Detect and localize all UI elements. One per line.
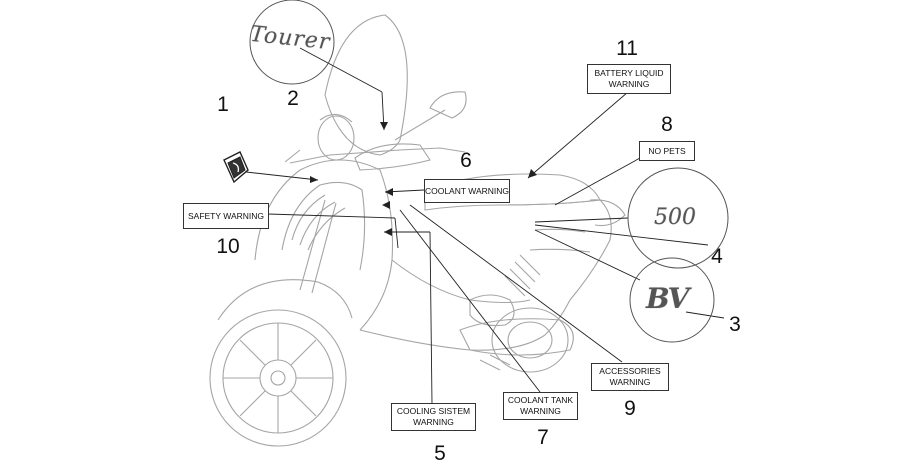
- accessories-warning-label: ACCESSORIES WARNING: [591, 363, 669, 391]
- bv-badge-text: BV: [646, 282, 689, 315]
- scooter-illustration: [209, 14, 626, 447]
- callout-2: 2: [287, 87, 299, 110]
- callout-6: 6: [460, 149, 472, 172]
- keyfob-icon: [223, 151, 249, 184]
- bv-badge-circle: [629, 257, 715, 343]
- callout-7: 7: [537, 426, 549, 449]
- no-pets-label: NO PETS: [639, 141, 695, 161]
- coolant-tank-warning-label: COOLANT TANK WARNING: [503, 392, 578, 420]
- callout-11: 11: [616, 37, 638, 60]
- leader-lines: [245, 47, 725, 405]
- battery-liquid-warning-label: BATTERY LIQUID WARNING: [587, 64, 671, 94]
- callout-10: 10: [216, 235, 240, 258]
- callout-8: 8: [661, 113, 673, 136]
- callout-5: 5: [434, 442, 446, 465]
- five-hundred-badge-circle: [627, 167, 729, 269]
- safety-warning-label: SAFETY WARNING: [183, 203, 269, 229]
- callout-3: 3: [729, 313, 741, 336]
- coolant-warning-label: COOLANT WARNING: [424, 179, 510, 203]
- cooling-system-warning-label: COOLING SISTEM WARNING: [391, 403, 476, 431]
- tourer-badge-circle: [249, 0, 335, 85]
- callout-9: 9: [624, 397, 636, 420]
- callout-4: 4: [711, 245, 723, 268]
- arrowheads: [310, 122, 537, 236]
- callout-1: 1: [217, 93, 229, 116]
- five-hundred-badge-text: 500: [654, 205, 696, 230]
